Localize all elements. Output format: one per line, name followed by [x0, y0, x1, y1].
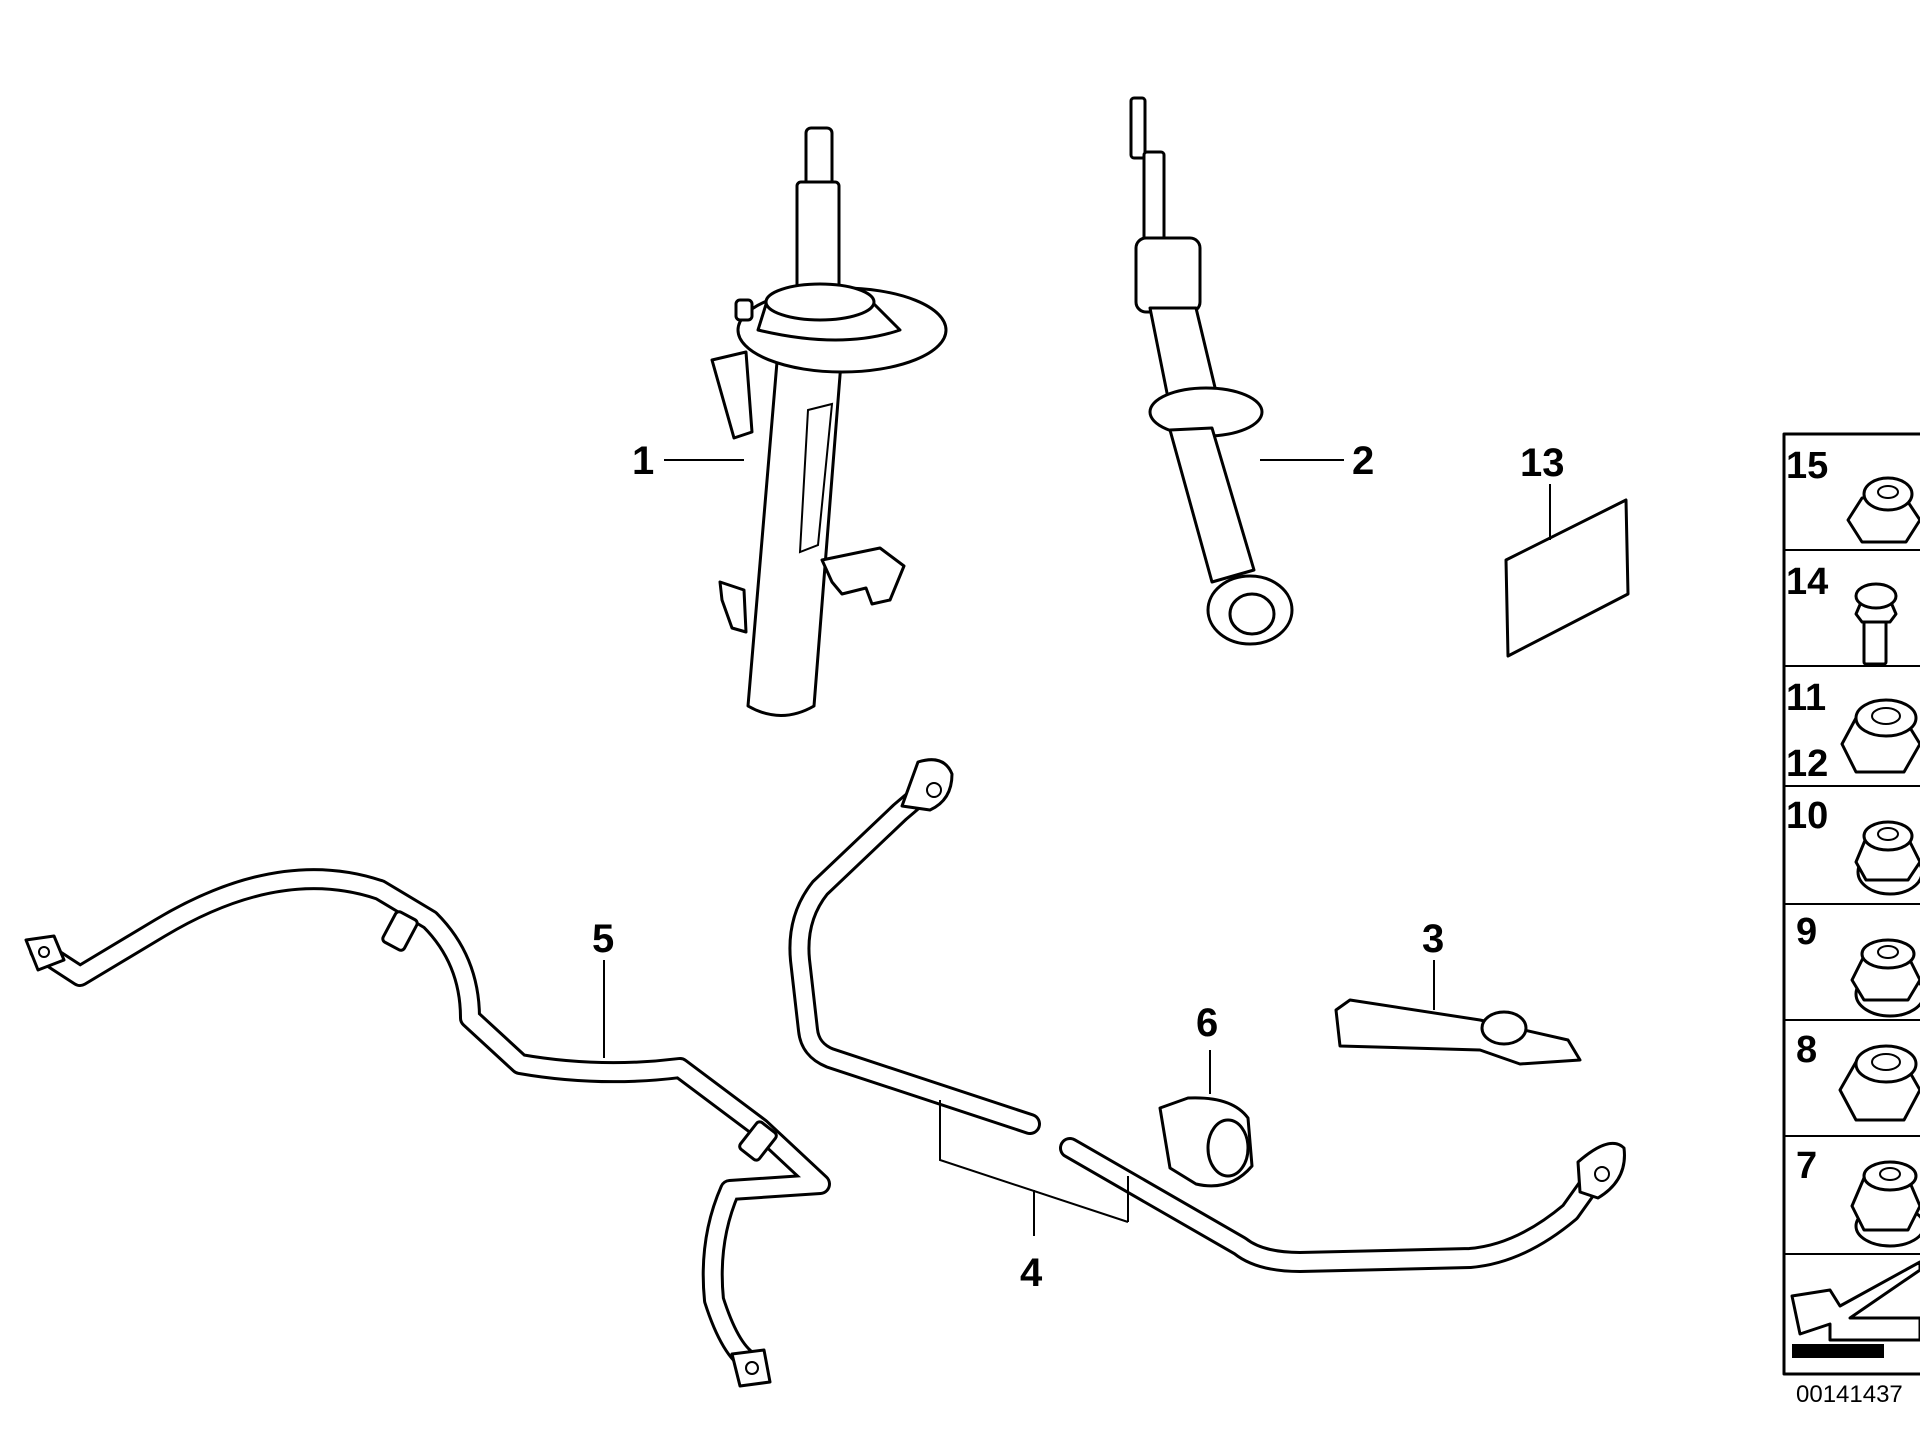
callout-4: 4: [1020, 1251, 1043, 1295]
document-number: 00141437: [1796, 1381, 1903, 1408]
flange-nut-icon: [1850, 938, 1920, 1018]
callout-6: 6: [1196, 1001, 1218, 1045]
legend-label-14: 14: [1786, 561, 1828, 603]
hex-nut-icon: [1840, 698, 1920, 774]
legend-label-15: 15: [1786, 445, 1828, 487]
callout-2: 2: [1352, 439, 1374, 483]
callout-13: 13: [1520, 441, 1565, 485]
legend-label-7: 7: [1796, 1145, 1817, 1187]
direction-arrow-icon: [1790, 1260, 1920, 1358]
flange-nut-icon: [1854, 820, 1920, 896]
flange-nut-icon: [1846, 476, 1920, 544]
label-sheet[interactable]: [1504, 498, 1630, 658]
legend-label-8: 8: [1796, 1029, 1817, 1071]
rear-shock-absorber[interactable]: [1129, 96, 1294, 646]
stabilizer-link[interactable]: [1334, 998, 1582, 1066]
rear-stabilizer-bar[interactable]: [24, 868, 831, 1388]
callout-5: 5: [592, 917, 614, 961]
leader-bracket-4: [939, 1100, 1129, 1223]
legend-label-11: 11: [1786, 677, 1826, 719]
callout-1: 1: [632, 439, 654, 483]
hardware-legend: 15 14 11 12 10 9: [1782, 432, 1920, 1376]
front-strut[interactable]: [710, 126, 948, 717]
callout-3: 3: [1422, 917, 1444, 961]
rubber-mount[interactable]: [1158, 1096, 1254, 1188]
bolt-icon: [1854, 582, 1898, 666]
flange-nut-icon: [1850, 1160, 1920, 1248]
hex-nut-icon: [1838, 1044, 1920, 1122]
legend-label-12: 12: [1786, 743, 1828, 785]
legend-label-9: 9: [1796, 911, 1817, 953]
legend-label-10: 10: [1786, 795, 1828, 837]
front-stabilizer-bar[interactable]: [788, 758, 1626, 1273]
